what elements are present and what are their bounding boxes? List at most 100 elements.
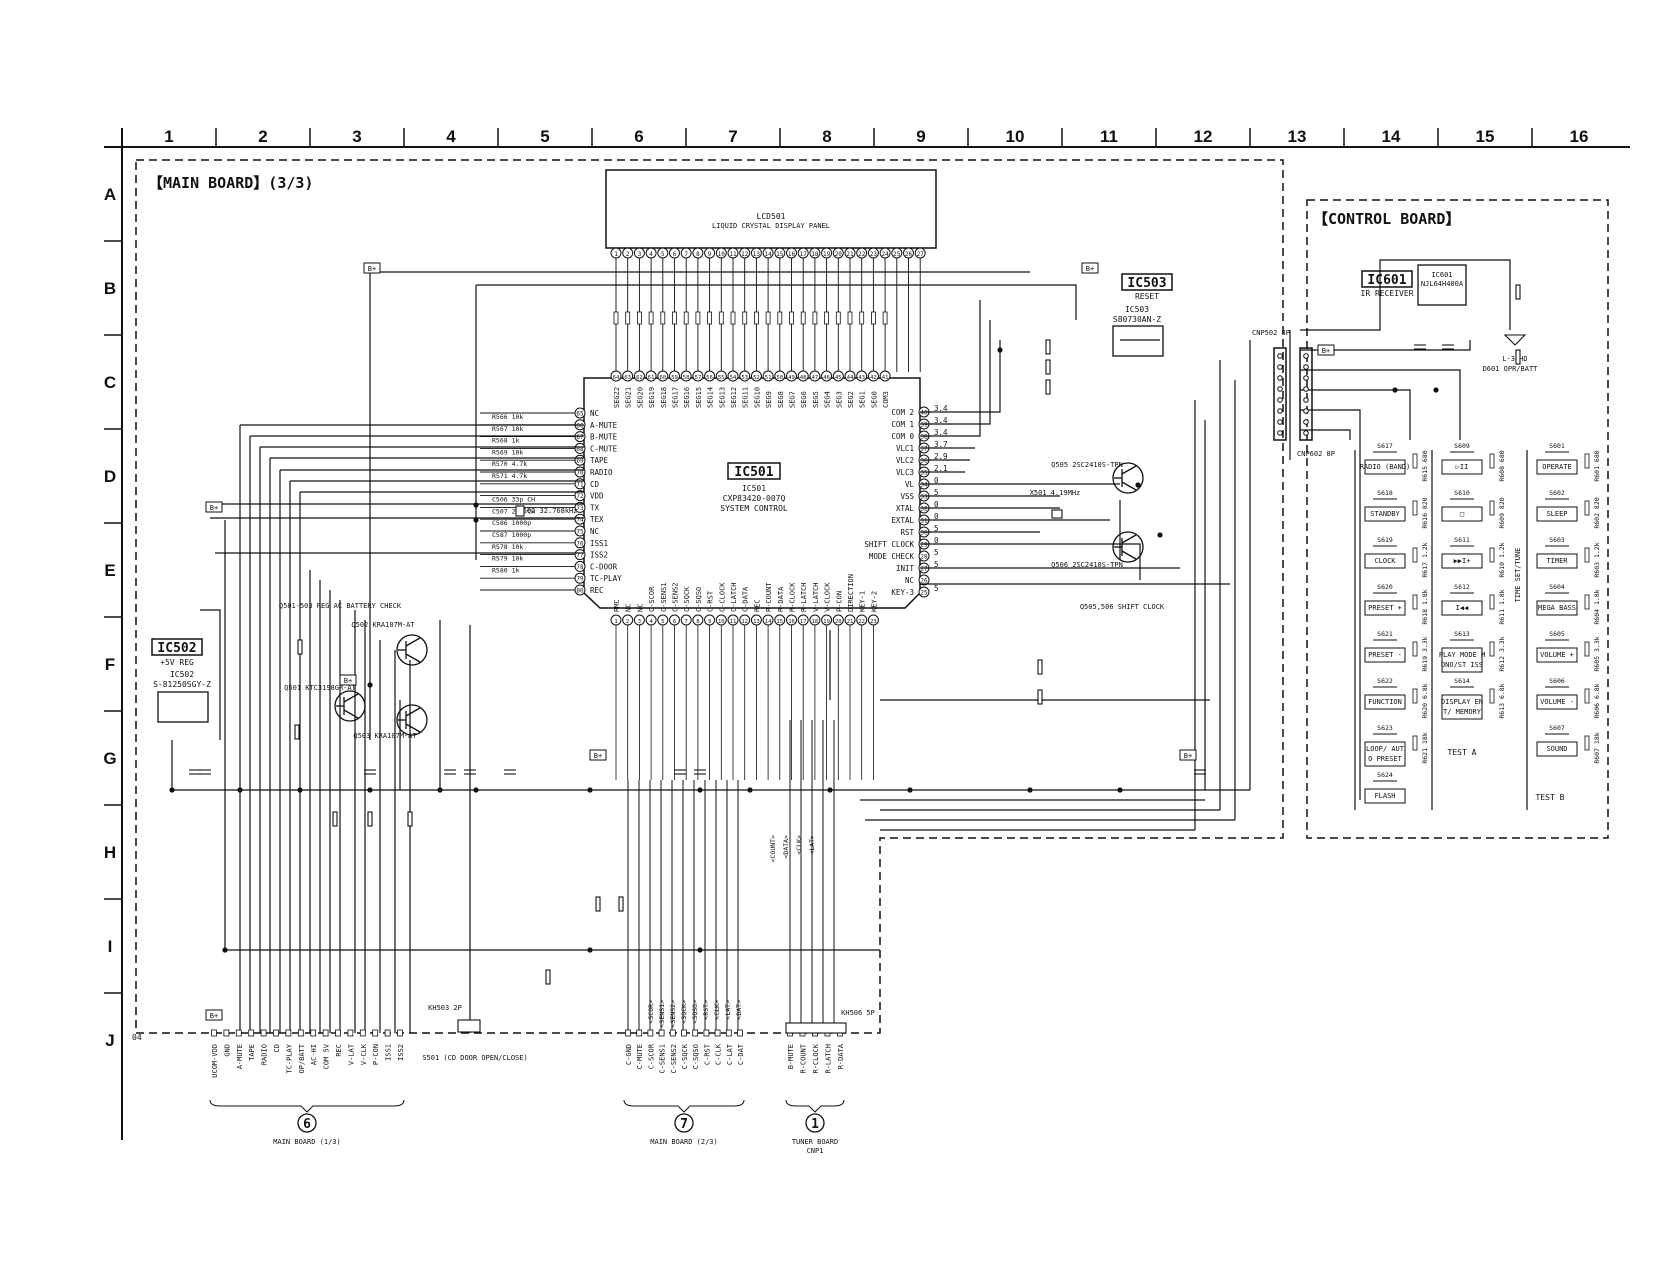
bus-label: <CLK>: [795, 835, 803, 855]
junction-dot: [169, 787, 175, 793]
lcd-pin-number: 23: [870, 251, 878, 258]
ic501-top-pin-number: 58: [683, 375, 690, 381]
ic501-right-pin-number: 25: [920, 590, 928, 597]
ic501-top-pin-number: 56: [706, 375, 713, 381]
ic501-right-pin-label: VL: [905, 480, 915, 489]
key-ref: S619: [1377, 536, 1393, 544]
ic501-top-pin-number: 45: [835, 375, 842, 381]
cnp602-pin: [1303, 364, 1309, 370]
junction-dot: [1117, 787, 1123, 793]
ic601-ir-receiver: IC601 IR RECEIVER IC601 NJL64H400A: [1361, 264, 1467, 306]
row-label: F: [105, 655, 115, 674]
b-plus-tag: [1317, 344, 1335, 356]
q503-label: Q503 KRA107M-AT: [353, 732, 417, 740]
connector-pin: [703, 1029, 710, 1037]
ic501-top-pin-label: SEG16: [683, 387, 691, 408]
ic501-top-pin: [786, 370, 797, 382]
ic501-bottom-pin-label: C-SENS1: [660, 582, 668, 612]
lcd-pin-number: 11: [729, 251, 737, 258]
time-set-label: TIME SET/TUNE: [1514, 548, 1522, 603]
key-label-box: [1441, 647, 1483, 673]
key-label: STANDBY: [1370, 510, 1400, 518]
ic501-right-pin-voltage: 5: [934, 584, 939, 593]
ic501-right-pin-voltage: 3.4: [934, 428, 948, 437]
ic601-ref: IC601: [1431, 271, 1452, 279]
ic503-part: S80730AN-Z: [1113, 315, 1161, 324]
bus-label: <RST>: [702, 1000, 710, 1020]
ic501-top-pin-label: SEG7: [789, 391, 797, 408]
lcd-panel: LCD501 LIQUID CRYSTAL DISPLAY PANEL: [605, 169, 937, 249]
key-resistor-label: R617 1.2k: [1421, 542, 1429, 577]
column-label: 3: [352, 127, 361, 146]
transistor-labels: Q501-503 REG AC BATTERY CHECK Q502 KRA10…: [132, 329, 1538, 1062]
connector-number-circle: [805, 1113, 825, 1133]
ic501-left-pin-label: C-DOOR: [590, 562, 618, 571]
bus-label: <CLK>: [713, 1000, 721, 1020]
ic501-top-pin-number: 42: [870, 375, 877, 381]
segment-resistor: [672, 311, 677, 325]
key-resistor-label: R621 18k: [1421, 732, 1429, 763]
ic501-right-pin-voltage: 0: [934, 500, 939, 509]
q505-506-label: Q505,506 SHIFT CLOCK: [1080, 603, 1165, 611]
resistor: [367, 811, 373, 827]
ic501-right-pin-voltage: 5: [934, 548, 939, 557]
b-plus-label: B+: [210, 1012, 218, 1020]
b-plus-label: B+: [368, 265, 376, 273]
key-label-box: [1364, 741, 1406, 767]
ic501-left-pin-number: 65: [576, 411, 584, 418]
junction-dot: [1433, 387, 1439, 393]
key-resistor-label: R602 820: [1593, 497, 1601, 528]
segment-resistor: [695, 311, 701, 325]
key-label: SOUND: [1546, 745, 1567, 753]
ic501-top-pin-number: 60: [659, 375, 666, 381]
key-ref: S607: [1549, 724, 1565, 732]
ic501-left-pin-number: 66: [576, 422, 584, 429]
ic502-title: IC502: [157, 641, 196, 656]
ic501-left-pin-label: CD: [590, 480, 600, 489]
wiring: [171, 259, 1511, 1033]
connector-brace: [785, 1099, 845, 1113]
key-resistor-label: R618 1.8k: [1421, 589, 1429, 624]
ic501-bottom-pin-label: V-LATCH: [812, 582, 820, 612]
row-label: E: [104, 561, 115, 580]
column-label: 9: [916, 127, 925, 146]
cnp502-pin: [1277, 353, 1283, 359]
connector-pin-label: CD: [273, 1044, 281, 1052]
lcd-resistor-column: [613, 311, 888, 325]
key-resistor: [1412, 453, 1418, 469]
ic501-top-pin-label: SEG18: [660, 387, 668, 408]
connector-pin: [625, 1029, 631, 1037]
ic501-bottom-pin-number: 2: [626, 619, 629, 625]
ic501-bottom-pin-label: REC: [753, 599, 761, 612]
ref-code: 04: [132, 1033, 142, 1042]
b-plus-label: B+: [594, 752, 602, 760]
key-label: ONO/ST ISS: [1441, 661, 1483, 669]
ic501-top-pin-number: 43: [858, 375, 865, 381]
resistor: [1037, 659, 1043, 675]
ic501-right-pin-label: COM 1: [891, 420, 914, 429]
ic501-right-pin-number: 27: [920, 566, 928, 573]
segment-resistor: [625, 311, 631, 325]
connector-pin: [692, 1029, 699, 1037]
ic501-right-pin-number: 32: [920, 506, 928, 513]
ic501-chip: IC501 IC501 CXP83420-007Q SYSTEM CONTROL: [583, 377, 921, 609]
key-label: PLAY MODE M: [1439, 651, 1485, 659]
ic501-bottom-pin-number: 4: [649, 619, 653, 625]
key-resistor-label: R604 1.8k: [1593, 589, 1601, 624]
key-resistor: [1584, 500, 1590, 516]
segment-resistor: [730, 311, 736, 325]
ic501-right-pin-label: RST: [900, 528, 914, 537]
transistor-symbol: [396, 634, 428, 666]
row-label: C: [104, 373, 116, 392]
connector-pin-label: OP/BATT: [298, 1043, 306, 1073]
key-label-box: [1536, 647, 1578, 663]
transistor-symbol: [396, 704, 428, 736]
ic501-top-pin-label: SEG14: [707, 387, 715, 408]
ic501-right-pin-voltage: 2.1: [934, 464, 948, 473]
ic501-top-pin: [750, 370, 762, 382]
ic501-top-pin-label: SEG12: [730, 387, 738, 408]
segment-resistor: [742, 311, 748, 325]
